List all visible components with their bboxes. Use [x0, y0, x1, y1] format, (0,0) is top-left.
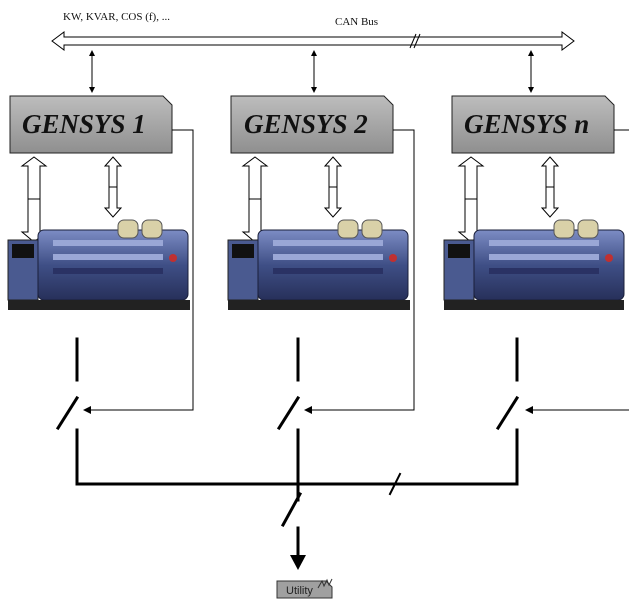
can-bus: [51, 31, 575, 51]
generator-set-2-image: [227, 219, 410, 310]
utility-box: [276, 578, 333, 599]
gensys-box-n: [451, 95, 615, 154]
gensys-n-label: GENSYS n: [464, 109, 590, 139]
utility-arrow-icon: [290, 555, 306, 570]
generator-set-n-image: [443, 219, 625, 310]
breaker-control-lines: [83, 129, 629, 414]
generator-set-1-image: [7, 219, 190, 310]
gensys-2-label: GENSYS 2: [244, 109, 368, 139]
utility-label: Utility: [286, 585, 313, 597]
gensys-box-2: [230, 95, 394, 154]
power-bus: [55, 337, 520, 557]
engine-io-arrows: [20, 156, 560, 243]
gensys-1-label: GENSYS 1: [22, 109, 146, 139]
bus-connectors: [89, 50, 534, 93]
can-bus-label: CAN Bus: [335, 16, 379, 28]
gensys-box-1: [9, 95, 173, 154]
measurements-label: KW, KVAR, COS (f), ...: [63, 11, 170, 23]
